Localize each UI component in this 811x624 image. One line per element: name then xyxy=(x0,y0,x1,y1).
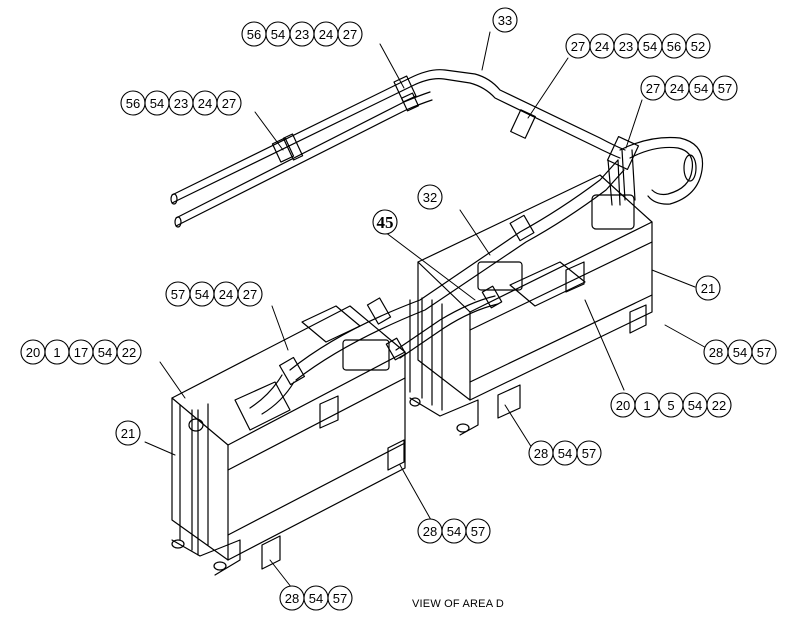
callout-bubble xyxy=(115,420,141,446)
callout-number: 56 xyxy=(667,39,681,54)
callout-number: 57 xyxy=(171,287,185,302)
callout-mount-right: 20 1 5 54 22 xyxy=(610,392,732,418)
callout-number: 28 xyxy=(534,446,548,461)
callout-number: 24 xyxy=(219,287,233,302)
leader-lines xyxy=(144,31,711,593)
callout-number: 27 xyxy=(571,39,585,54)
callout-hose-45: 45 xyxy=(372,209,398,235)
callout-number: 28 xyxy=(709,345,723,360)
callout-number: 5 xyxy=(667,398,674,413)
callout-number: 54 xyxy=(150,96,164,111)
callout-number: 56 xyxy=(126,96,140,111)
callout-number: 23 xyxy=(619,39,633,54)
callout-bubble xyxy=(465,518,491,544)
callout-bubble xyxy=(712,75,738,101)
callout-number: 27 xyxy=(243,287,257,302)
callout-number: 23 xyxy=(295,27,309,42)
callout-bracket-mid: 28 54 57 xyxy=(417,518,491,544)
callout-bubble xyxy=(327,585,353,611)
callout-number: 27 xyxy=(646,81,660,96)
callout-bubble xyxy=(337,21,363,47)
callout-number: 24 xyxy=(670,81,684,96)
callout-box-left-21: 21 xyxy=(115,420,141,446)
callout-number: 28 xyxy=(423,524,437,539)
callout-number: 28 xyxy=(285,591,299,606)
callout-number: 54 xyxy=(195,287,209,302)
callout-number: 54 xyxy=(98,345,112,360)
callout-number: 20 xyxy=(26,345,40,360)
callout-bubble xyxy=(576,440,602,466)
callout-number: 54 xyxy=(309,591,323,606)
mounting-posts xyxy=(171,297,479,576)
callout-number: 20 xyxy=(616,398,630,413)
callout-number: 21 xyxy=(701,281,715,296)
callout-number: 54 xyxy=(447,524,461,539)
callout-number: 24 xyxy=(595,39,609,54)
callout-number: 33 xyxy=(498,13,512,28)
callout-number: 22 xyxy=(712,398,726,413)
callout-number: 54 xyxy=(643,39,657,54)
callout-bracket-bottom: 28 54 57 xyxy=(279,585,353,611)
callout-bracket-front-right: 28 54 57 xyxy=(528,440,602,466)
callout-pipe-left: 56 54 23 24 27 xyxy=(120,90,242,116)
callout-number: 17 xyxy=(74,345,88,360)
callout-bubble xyxy=(417,184,443,210)
callout-bubble xyxy=(372,209,398,235)
callout-number: 57 xyxy=(757,345,771,360)
callout-bubble xyxy=(685,33,711,59)
callout-number: 56 xyxy=(247,27,261,42)
callout-number: 54 xyxy=(733,345,747,360)
callout-bubble xyxy=(695,275,721,301)
callout-number: 52 xyxy=(691,39,705,54)
callout-number: 21 xyxy=(121,426,135,441)
callout-number: 57 xyxy=(333,591,347,606)
callout-number: 27 xyxy=(222,96,236,111)
left-battery-box xyxy=(171,261,523,570)
hoses xyxy=(249,159,625,415)
callout-box-right-21: 21 xyxy=(695,275,721,301)
right-battery-box xyxy=(417,174,653,419)
view-caption: VIEW OF AREA D xyxy=(412,598,505,610)
callout-number: 23 xyxy=(174,96,188,111)
callout-bubble xyxy=(706,392,732,418)
callout-number: 54 xyxy=(271,27,285,42)
callout-number: 1 xyxy=(53,345,60,360)
callout-mount-left: 20 1 17 54 22 xyxy=(20,339,142,365)
callout-bubble xyxy=(216,90,242,116)
callout-number: 45 xyxy=(377,213,394,232)
callout-number: 27 xyxy=(343,27,357,42)
pipe-clamps xyxy=(271,75,640,171)
callout-number: 54 xyxy=(558,446,572,461)
callout-bracket-right-lower: 28 54 57 xyxy=(703,339,777,365)
callout-number: 32 xyxy=(423,190,437,205)
callout-number: 54 xyxy=(694,81,708,96)
callout-hose-32: 32 xyxy=(417,184,443,210)
callout-clamp-right: 27 24 54 57 xyxy=(640,75,738,101)
callout-clamp-left: 57 54 24 27 xyxy=(165,281,263,307)
callout-bubble xyxy=(116,339,142,365)
callout-number: 22 xyxy=(122,345,136,360)
callout-bubble xyxy=(751,339,777,365)
callout-pipe-top-left: 56 54 23 24 27 xyxy=(241,21,363,47)
callout-number: 1 xyxy=(643,398,650,413)
callout-number: 24 xyxy=(198,96,212,111)
callout-pipe-right: 27 24 23 54 56 52 xyxy=(565,33,711,59)
callout-number: 24 xyxy=(319,27,333,42)
callout-bubble xyxy=(492,7,518,33)
callout-top-33: 33 xyxy=(492,7,518,33)
callout-number: 57 xyxy=(471,524,485,539)
callout-bubble xyxy=(237,281,263,307)
callout-number: 57 xyxy=(582,446,596,461)
callout-number: 57 xyxy=(718,81,732,96)
callout-number: 54 xyxy=(688,398,702,413)
